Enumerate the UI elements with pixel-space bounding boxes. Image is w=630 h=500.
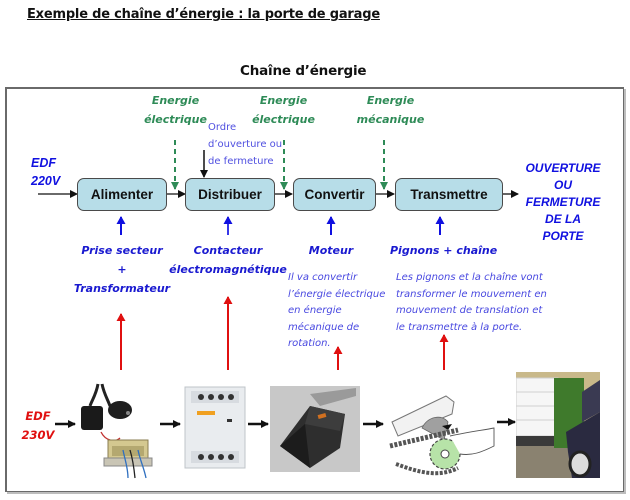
component-line: + bbox=[117, 263, 127, 276]
energy-label-electrique-2: Energie électrique bbox=[246, 91, 321, 129]
energy-label-line: Energie bbox=[259, 94, 308, 107]
description-line: l’énergie électrique bbox=[288, 288, 386, 300]
description-pignons: Les pignons et la chaîne vont transforme… bbox=[396, 270, 547, 336]
description-line: en énergie bbox=[288, 305, 342, 316]
component-line: Transformateur bbox=[73, 282, 171, 295]
input-label-line: EDF bbox=[31, 156, 56, 170]
output-label-line: PORTE bbox=[542, 229, 584, 243]
bottom-input-line: EDF bbox=[25, 409, 51, 423]
description-line: transformer le mouvement en bbox=[396, 288, 547, 300]
block-transmettre: Transmettre bbox=[395, 178, 503, 211]
pignon-chaine-image bbox=[388, 380, 496, 478]
energy-label-line: mécanique bbox=[356, 113, 425, 126]
input-label-line: 220V bbox=[31, 174, 61, 188]
description-line: Il va convertir bbox=[288, 272, 358, 283]
component-contacteur: Contacteur électromagnétique bbox=[166, 241, 290, 279]
component-line: Moteur bbox=[308, 244, 354, 257]
prise-transformateur-image bbox=[81, 383, 153, 479]
description-line: mouvement de translation et bbox=[396, 305, 543, 316]
bottom-input-label: EDF 230V bbox=[18, 407, 58, 445]
input-label: EDF 220V bbox=[31, 154, 60, 190]
page-title: Exemple de chaîne d’énergie : la porte d… bbox=[27, 7, 380, 22]
output-label-line: OUVERTURE bbox=[525, 161, 601, 175]
output-label-line: OU bbox=[554, 178, 572, 192]
energy-label-line: Energie bbox=[151, 94, 200, 107]
component-line: Prise secteur bbox=[81, 244, 163, 257]
description-line: Les pignons et la chaîne vont bbox=[396, 272, 543, 283]
chain-title: Chaîne d’énergie bbox=[240, 63, 367, 79]
component-line: Contacteur bbox=[193, 244, 263, 257]
order-label: Ordre d’ouverture ou de fermeture bbox=[208, 119, 282, 170]
energy-label-line: Energie bbox=[366, 94, 415, 107]
moteur-image bbox=[270, 386, 360, 472]
energy-label-line: électrique bbox=[144, 113, 207, 126]
description-moteur: Il va convertir l’énergie électrique en … bbox=[288, 270, 385, 353]
energy-label-mecanique: Energie mécanique bbox=[353, 91, 428, 129]
bottom-input-line: 230V bbox=[21, 428, 55, 442]
description-line: rotation. bbox=[288, 338, 331, 349]
component-line: Pignons + chaîne bbox=[390, 244, 498, 257]
output-label: OUVERTURE OU FERMETURE DE LA PORTE bbox=[518, 160, 608, 245]
block-distribuer: Distribuer bbox=[185, 178, 275, 211]
order-label-line: de fermeture bbox=[208, 156, 274, 167]
diagram-frame bbox=[5, 87, 624, 492]
contacteur-image bbox=[184, 386, 246, 469]
order-label-line: d’ouverture ou bbox=[208, 139, 283, 150]
block-convertir: Convertir bbox=[293, 178, 376, 211]
component-pignons-chaine: Pignons + chaîne bbox=[390, 241, 500, 260]
energy-label-line: électrique bbox=[252, 113, 315, 126]
description-line: le transmettre à la porte. bbox=[396, 321, 523, 333]
component-moteur: Moteur bbox=[296, 241, 366, 260]
porte-garage-image bbox=[516, 372, 600, 478]
energy-label-electrique-1: Energie électrique bbox=[138, 91, 213, 129]
order-label-line: Ordre bbox=[208, 122, 237, 133]
output-label-line: DE LA bbox=[545, 212, 581, 226]
description-line: mécanique de bbox=[288, 321, 360, 333]
block-alimenter: Alimenter bbox=[77, 178, 167, 211]
component-line: électromagnétique bbox=[169, 263, 287, 276]
component-prise-transformateur: Prise secteur + Transformateur bbox=[66, 241, 178, 298]
output-label-line: FERMETURE bbox=[525, 195, 601, 209]
